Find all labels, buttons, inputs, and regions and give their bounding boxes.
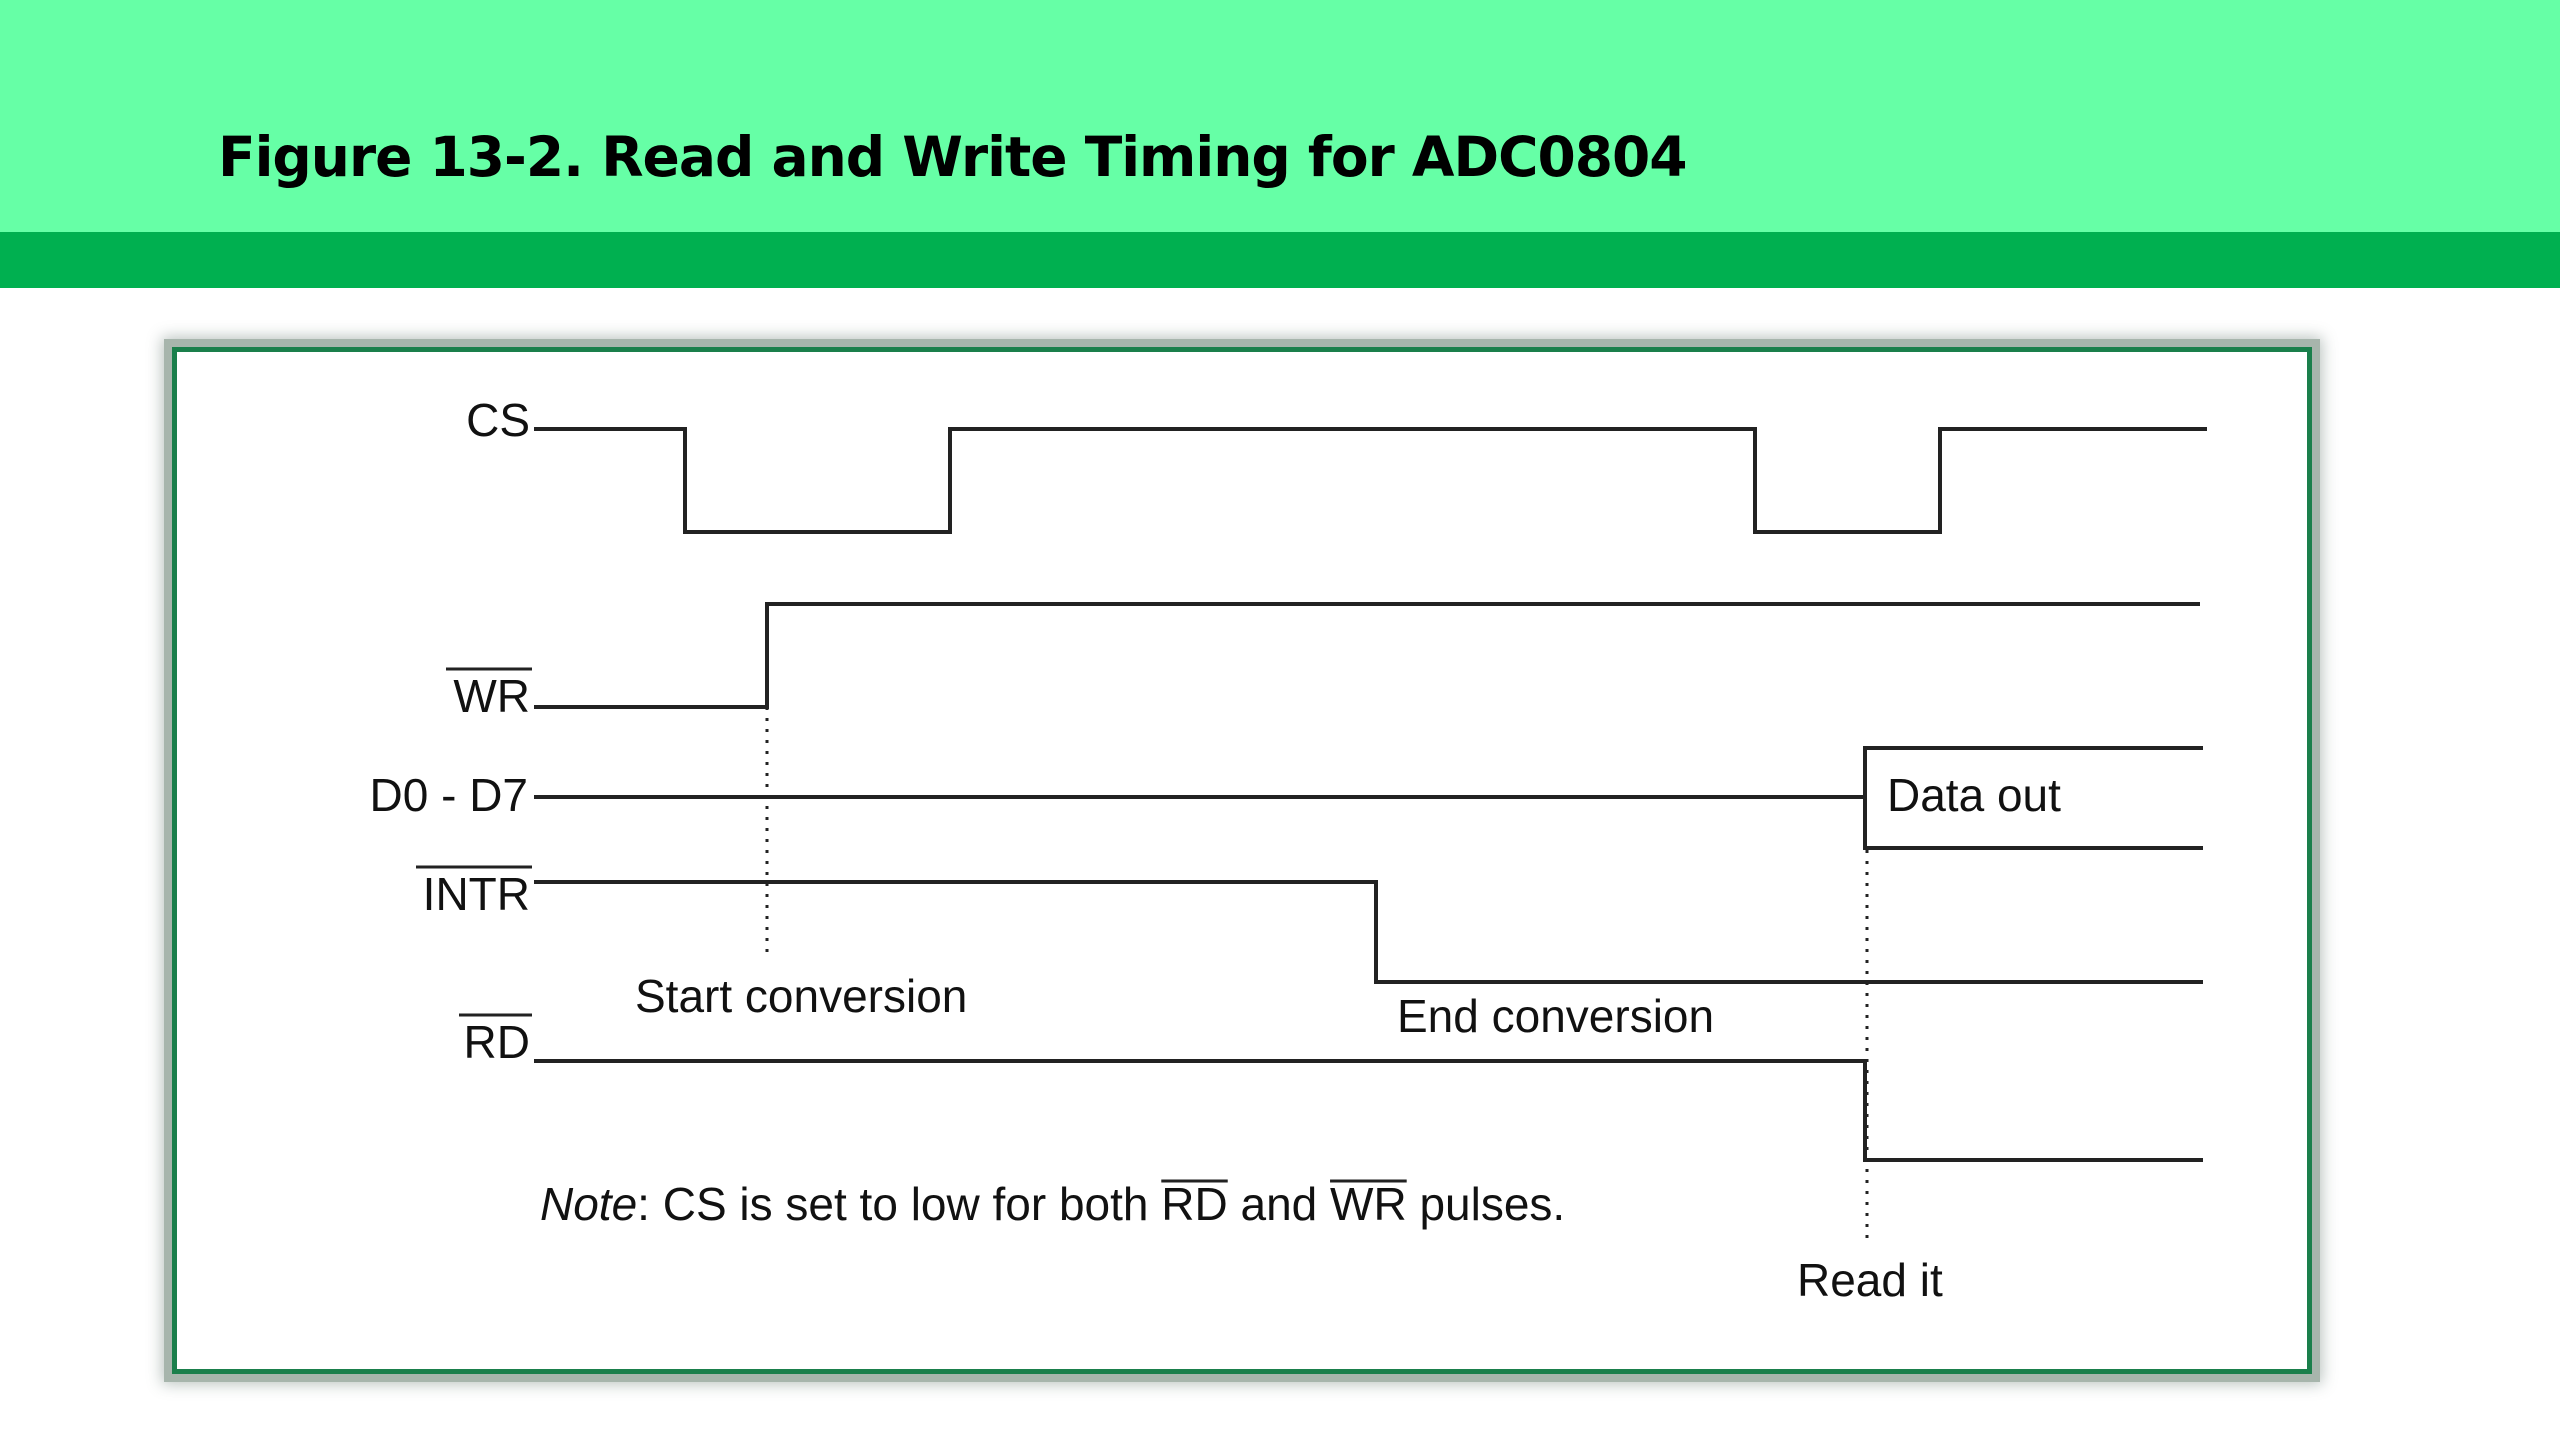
intr-waveform — [534, 880, 2203, 984]
wr-waveform — [534, 602, 2200, 709]
data-out-label: Data out — [1887, 769, 2061, 821]
start-conversion-label: Start conversion — [635, 970, 967, 1022]
header-divider-bar — [0, 232, 2560, 288]
note-prefix: Note — [540, 1178, 637, 1230]
wr-label: WR — [453, 670, 530, 722]
read-it-label: Read it — [1797, 1254, 1943, 1306]
note-part2: and — [1228, 1178, 1330, 1230]
slide-header: Figure 13-2. Read and Write Timing for A… — [0, 0, 2560, 232]
note-part1: : CS is set to low for both — [637, 1178, 1161, 1230]
intr-label: INTR — [423, 868, 530, 920]
rd-waveform — [534, 1059, 2203, 1162]
note-rd: RD — [1161, 1178, 1227, 1230]
slide-title: Figure 13-2. Read and Write Timing for A… — [218, 125, 1688, 189]
cs-label: CS — [466, 394, 530, 446]
note-wr: WR — [1330, 1178, 1407, 1230]
data-bus-label: D0 - D7 — [370, 769, 528, 821]
note-part3: pulses. — [1407, 1178, 1566, 1230]
rd-label: RD — [464, 1016, 530, 1068]
cs-waveform — [534, 427, 2207, 534]
end-conversion-label: End conversion — [1397, 990, 1714, 1042]
note-text: Note: CS is set to low for both RD and W… — [540, 1178, 1565, 1230]
figure-frame — [172, 347, 2312, 1374]
data-bus-upper — [1863, 746, 2203, 850]
